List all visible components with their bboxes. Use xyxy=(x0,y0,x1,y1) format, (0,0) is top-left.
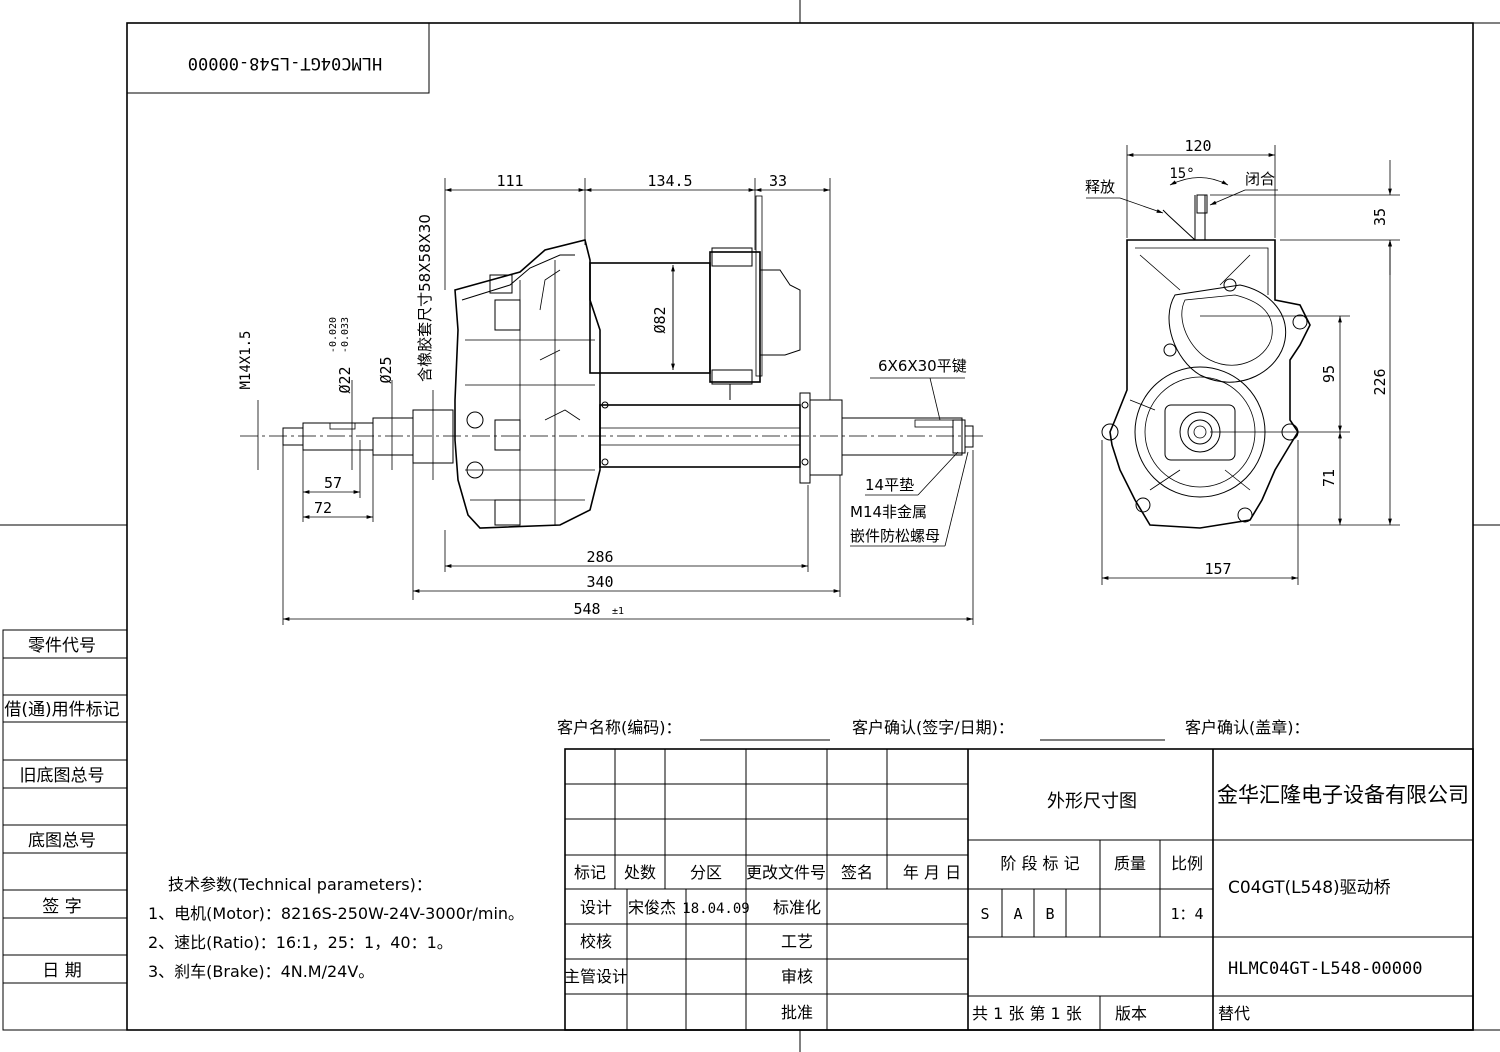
header-zone: 分区 xyxy=(690,863,722,882)
replace-label: 替代 xyxy=(1218,1004,1250,1023)
signature-label: 签 字 xyxy=(42,897,81,917)
dim-bearing-25: Ø25 xyxy=(377,356,395,383)
dim-340: 340 xyxy=(586,573,613,591)
dim-33: 33 xyxy=(769,172,787,190)
dim-thread-m14: M14X1.5 xyxy=(238,330,254,389)
stage-a: A xyxy=(1013,905,1022,923)
process-label: 工艺 xyxy=(781,932,813,951)
header-date: 年 月 日 xyxy=(903,863,961,882)
standardization-label: 标准化 xyxy=(773,898,821,917)
customer-stamp-label: 客户确认(盖章)： xyxy=(1185,718,1310,737)
stage-s: S xyxy=(980,905,989,923)
sheet-count: 共 1 张 第 1 张 xyxy=(972,1004,1082,1023)
version-label: 版本 xyxy=(1115,1004,1147,1023)
old-base-number-label: 旧底图总号 xyxy=(20,766,105,786)
tech-motor: 1、电机(Motor)：8216S-250W-24V-3000r/min。 xyxy=(148,904,524,923)
designer-name: 宋俊杰 xyxy=(628,898,676,917)
design-label: 设计 xyxy=(580,898,612,917)
part-code-label: 零件代号 xyxy=(28,636,96,656)
stage-mark-label: 阶 段 标 记 xyxy=(1000,854,1079,873)
rotated-drawing-number-box: HLMC04GT-L548-00000 xyxy=(126,22,430,94)
nut-callout-line2: 嵌件防松螺母 xyxy=(850,527,940,545)
approve-label: 批准 xyxy=(781,1003,813,1022)
borrow-mark-label: 借(通)用件标记 xyxy=(4,700,119,720)
front-view-dimensions: 111 134.5 33 Ø82 286 340 548 ±1 57 72 M1… xyxy=(238,172,974,625)
dim-548-tolerance: ±1 xyxy=(612,606,624,617)
review-label: 审核 xyxy=(781,967,813,986)
dim-15-deg: 15° xyxy=(1169,166,1194,182)
design-date: 18.04.09 xyxy=(682,901,749,917)
dim-motor-diameter: Ø82 xyxy=(651,306,669,333)
customer-sign-label: 客户确认(签字/日期)： xyxy=(852,718,1014,737)
release-label: 释放 xyxy=(1085,178,1115,196)
dim-226: 226 xyxy=(1371,368,1389,395)
mass-label: 质量 xyxy=(1114,854,1146,873)
dim-shaft-22: Ø22 xyxy=(336,366,354,393)
check-label: 校核 xyxy=(580,932,612,951)
product-name: C04GT(L548)驱动桥 xyxy=(1228,878,1391,898)
side-view xyxy=(1101,194,1311,529)
dim-95: 95 xyxy=(1320,365,1338,383)
dim-134-5: 134.5 xyxy=(647,172,692,190)
dim-72: 72 xyxy=(314,499,332,517)
customer-confirmation: 客户名称(编码)： 客户确认(签字/日期)： 客户确认(盖章)： xyxy=(557,718,1310,741)
header-mark: 标记 xyxy=(574,863,606,882)
close-label: 闭合 xyxy=(1245,170,1275,188)
dim-35: 35 xyxy=(1371,208,1389,226)
dim-71: 71 xyxy=(1320,469,1338,487)
header-signature: 签名 xyxy=(841,863,873,882)
rubber-sleeve-note: 含橡胶套尺寸58X58X30 xyxy=(416,214,434,382)
scale-value: 1：4 xyxy=(1170,905,1203,923)
key-callout: 6X6X30平键 xyxy=(878,357,967,375)
dim-157: 157 xyxy=(1204,560,1231,578)
company-name: 金华汇隆电子设备有限公司 xyxy=(1217,783,1469,807)
dim-shaft-22-tol-upper: -0.020 xyxy=(328,317,339,353)
left-registry-column: 零件代号 借(通)用件标记 旧底图总号 底图总号 签 字 日 期 xyxy=(2,629,128,1031)
header-count: 处数 xyxy=(624,863,656,882)
side-view-dimensions: 120 15° 释放 闭合 35 226 95 71 157 xyxy=(1085,137,1400,585)
date-label: 日 期 xyxy=(42,961,81,981)
chief-design-label: 主管设计 xyxy=(564,967,628,986)
tech-ratio: 2、速比(Ratio)：16:1，25：1，40：1。 xyxy=(148,933,453,952)
nut-callout-line1: M14非金属 xyxy=(850,503,927,521)
drawing-number: HLMC04GT-L548-00000 xyxy=(1228,959,1422,979)
dim-111: 111 xyxy=(496,172,523,190)
drawing-title: 外形尺寸图 xyxy=(1047,791,1137,812)
scale-label: 比例 xyxy=(1171,854,1203,873)
tech-title: 技术参数(Technical parameters)： xyxy=(168,875,432,894)
dim-shaft-22-tol-lower: -0.033 xyxy=(340,317,351,353)
tech-brake: 3、刹车(Brake)：4N.M/24V。 xyxy=(148,962,374,981)
washer-callout: 14平垫 xyxy=(865,476,914,494)
dim-286: 286 xyxy=(586,548,613,566)
front-view xyxy=(240,195,985,529)
base-number-label: 底图总号 xyxy=(28,831,96,851)
dim-120: 120 xyxy=(1184,137,1211,155)
dim-548: 548 xyxy=(573,600,600,618)
customer-name-label: 客户名称(编码)： xyxy=(557,718,682,737)
title-block: 标记 处数 分区 更改文件号 签名 年 月 日 设计 宋俊杰 18.04.09 … xyxy=(564,748,1474,1031)
header-change-doc: 更改文件号 xyxy=(746,863,826,882)
rotated-drawing-number: HLMC04GT-L548-00000 xyxy=(188,53,382,73)
technical-parameters: 技术参数(Technical parameters)： 1、电机(Motor)：… xyxy=(148,875,524,981)
stage-b: B xyxy=(1045,905,1054,923)
dim-57: 57 xyxy=(324,474,342,492)
